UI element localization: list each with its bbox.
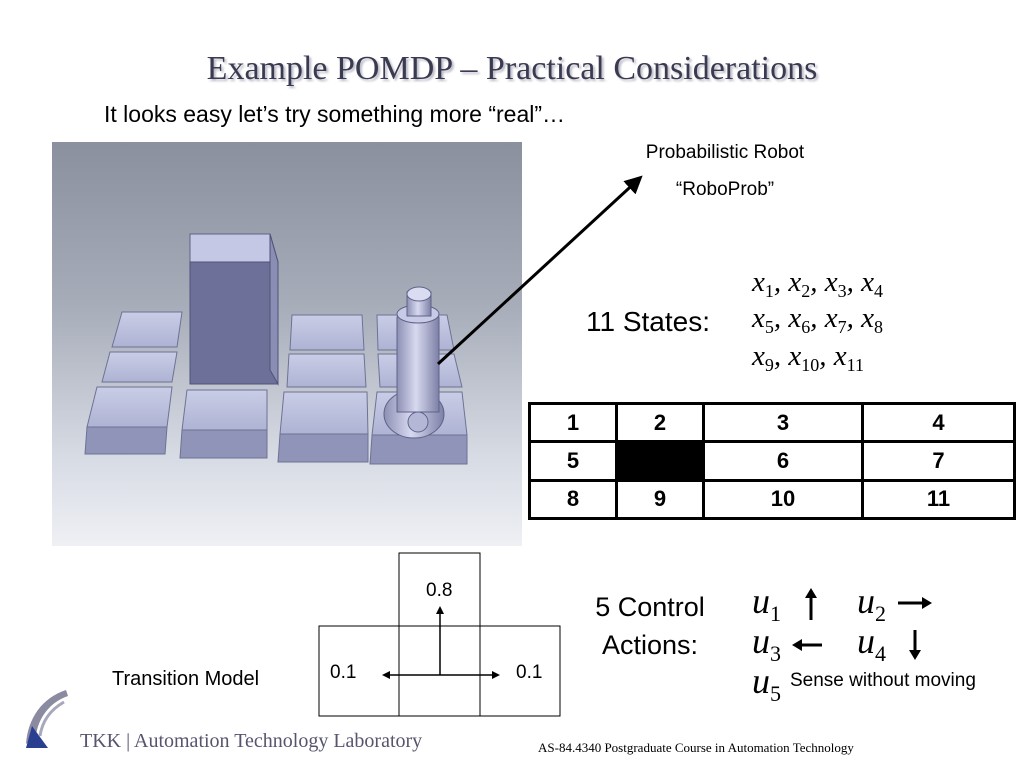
state-var: x	[752, 340, 765, 372]
prob-right: 0.1	[516, 662, 543, 683]
grid-cell: 7	[864, 443, 1013, 479]
states-label: 11 States:	[586, 306, 711, 337]
control-u2: u2	[857, 580, 886, 627]
control-label-line1: 5 Control	[595, 592, 705, 622]
control-u4: u4	[857, 620, 886, 667]
prob-forward: 0.8	[426, 580, 453, 601]
transition-arrows	[382, 606, 500, 679]
control-label-line2: Actions:	[601, 630, 699, 660]
grid-cell: 3	[704, 405, 862, 441]
grid-row: 1 2 3 4	[531, 405, 1013, 441]
state-var-subscript: 6	[801, 317, 811, 337]
state-var: x	[752, 302, 765, 334]
state-var-subscript: 5	[764, 317, 774, 337]
control-var-subscript: 1	[770, 601, 781, 626]
control-var: u	[752, 581, 770, 621]
state-var: x	[788, 266, 802, 298]
grid-cell: 8	[531, 481, 615, 517]
control-var-subscript: 5	[770, 681, 781, 706]
state-vars-row-1: x1, x2, x3, x4	[752, 266, 883, 301]
state-var-subscript: 4	[874, 281, 883, 301]
state-var: x	[861, 266, 874, 298]
tkk-logo-icon	[26, 690, 68, 748]
state-var: x	[752, 266, 765, 298]
sense-description: Sense without moving	[790, 670, 976, 691]
state-var-subscript: 11	[846, 355, 864, 375]
control-var: u	[857, 581, 875, 621]
control-var: u	[752, 621, 770, 661]
arrow-up-icon	[805, 588, 817, 620]
arrow-right-icon	[898, 597, 932, 609]
control-actions-label: 5 Control Actions:	[570, 588, 730, 664]
state-vars-row-2: x5, x6, x7, x8	[752, 302, 883, 337]
grid-cell: 9	[617, 481, 702, 517]
state-var-subscript: 3	[837, 281, 847, 301]
control-var-subscript: 4	[875, 641, 886, 666]
grid-cell: 4	[864, 405, 1013, 441]
control-u3: u3	[752, 620, 781, 667]
state-var-subscript: 8	[874, 317, 883, 337]
state-var: x	[788, 302, 802, 334]
robot-3d-rendering	[52, 142, 522, 546]
control-var: u	[857, 621, 875, 661]
control-var-subscript: 2	[875, 601, 886, 626]
slide-subtitle: It looks easy let’s try something more “…	[104, 101, 566, 127]
transition-model-label: Transition Model	[112, 668, 260, 690]
grid-cell: 1	[531, 405, 615, 441]
grid-cell: 10	[704, 481, 862, 517]
state-var: x	[824, 266, 838, 298]
footer-course: AS-84.4340 Postgraduate Course in Automa…	[538, 740, 854, 755]
control-var-subscript: 3	[770, 641, 781, 666]
arrow-down-icon	[909, 630, 921, 660]
state-grid: 1 2 3 4 5 6 7 8 9 10 11	[528, 402, 1016, 520]
grid-cell: 11	[864, 481, 1013, 517]
arrow-left-icon	[792, 639, 822, 651]
state-var: x	[824, 302, 838, 334]
state-var: x	[861, 302, 874, 334]
state-var-subscript: 2	[801, 281, 811, 301]
state-var-subscript: 10	[801, 355, 820, 375]
prob-left: 0.1	[330, 662, 357, 683]
grid-cell-wall	[617, 443, 702, 479]
state-var-subscript: 7	[837, 317, 847, 337]
grid-row: 8 9 10 11	[531, 481, 1013, 517]
grid-cell: 2	[617, 405, 702, 441]
state-vars-row-3: x9, x10, x11	[752, 340, 864, 375]
grid-cell: 6	[704, 443, 862, 479]
state-var-subscript: 1	[764, 281, 774, 301]
state-var-subscript: 9	[764, 355, 774, 375]
robot-label-line2: “RoboProb”	[675, 179, 775, 200]
control-u5: u5	[752, 660, 781, 707]
control-var: u	[752, 661, 770, 701]
footer-organization: TKK | Automation Technology Laboratory	[80, 730, 423, 752]
robot-label-line1: Probabilistic Robot	[645, 142, 805, 163]
state-var: x	[788, 340, 802, 372]
control-u1: u1	[752, 580, 781, 627]
slide-title: Example POMDP – Practical Considerations	[206, 50, 818, 87]
state-var: x	[833, 340, 847, 372]
grid-cell: 5	[531, 443, 615, 479]
grid-row: 5 6 7	[531, 443, 1013, 479]
